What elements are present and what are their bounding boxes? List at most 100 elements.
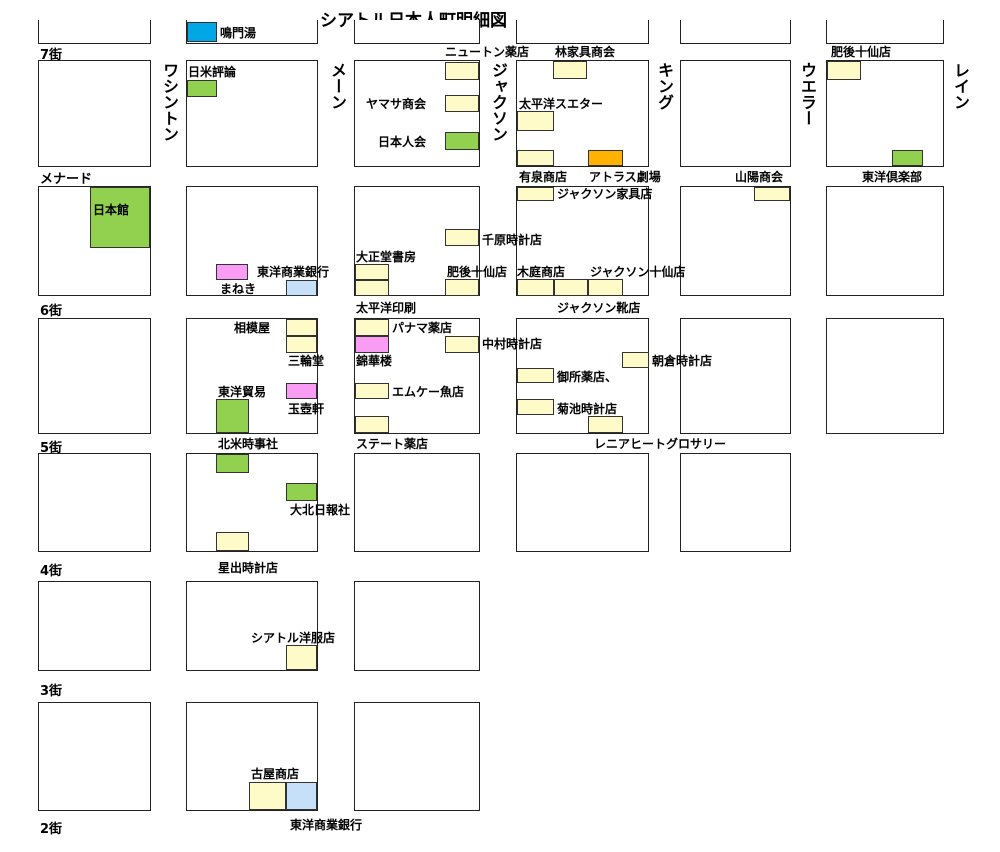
city-block: [38, 702, 151, 811]
shop-miwado: [286, 336, 317, 353]
street-label: キング: [655, 62, 674, 110]
shop-label: 山陽商会: [735, 170, 784, 184]
shop-higo2: [445, 279, 479, 296]
shop-nakamura: [445, 336, 479, 353]
shop-jackson-kagu: [517, 187, 554, 201]
shop-nichibei: [187, 80, 217, 97]
shop-arizumi: [517, 150, 554, 166]
city-block: [38, 60, 151, 167]
city-block: [516, 20, 649, 44]
shop-label: 日米評論: [188, 65, 237, 79]
shop-hokubei: [216, 454, 249, 473]
city-block: [516, 453, 649, 552]
avenue-label: 2街: [40, 822, 63, 837]
shop-atlas: [588, 150, 623, 166]
shop-label: 日本人会: [378, 135, 427, 149]
shop-taiheiyo-sweater: [517, 111, 554, 131]
shop-label: 東洋商業銀行: [290, 818, 363, 832]
shop: [355, 280, 389, 296]
street-label: レイン: [951, 62, 970, 110]
city-block: [680, 20, 791, 44]
shop: [445, 62, 479, 80]
shop-label: ヤマサ商会: [366, 97, 427, 111]
shop-sagamiya: [286, 319, 317, 336]
shop-label: 中村時計店: [482, 337, 543, 351]
city-block: [680, 318, 791, 434]
shop-toyo-bank: [216, 264, 248, 280]
shop-label: 菊池時計店: [557, 402, 618, 416]
avenue-label: 3街: [40, 684, 63, 699]
city-block: [186, 186, 318, 296]
shop-nihonkan: [90, 187, 150, 248]
shop-label: 木庭商店: [517, 265, 566, 279]
shop-toyo-bank2: [286, 782, 317, 810]
shop-label: 玉壺軒: [288, 402, 325, 416]
street-label: ジャクソン: [489, 62, 508, 142]
shop-hayashi: [553, 61, 587, 79]
shop-panama: [355, 319, 389, 336]
city-block: [186, 60, 318, 167]
shop-higo: [827, 61, 861, 80]
shop-chihara: [445, 229, 479, 246]
shop-label: ジャクソン家具店: [557, 187, 653, 201]
city-block: [826, 186, 944, 296]
city-block: [516, 186, 649, 296]
shop-toyo-boeki: [216, 399, 249, 433]
shop-label: 有泉商店: [519, 170, 568, 184]
city-block: [826, 20, 944, 44]
city-block: [680, 60, 791, 167]
shop-label: 鳴門湯: [220, 26, 257, 40]
city-block: [38, 20, 151, 44]
shop-label: ジャクソン十仙店: [590, 265, 686, 279]
shop-label: 太平洋印刷: [356, 301, 417, 315]
city-block: [680, 186, 791, 296]
shop-seattle-yofuku: [286, 645, 317, 670]
shop-furuya: [249, 782, 286, 810]
shop-label: 大北日報社: [290, 503, 351, 517]
shop-toyo-club: [892, 150, 923, 166]
city-block: [354, 702, 480, 811]
city-block: [826, 318, 944, 434]
shop-nihonjinkai: [445, 132, 479, 150]
shop-label: エムケー魚店: [392, 385, 465, 399]
city-block: [354, 453, 480, 552]
shop-label: 肥後十仙店: [831, 45, 892, 59]
shop-gyokusuiken: [286, 383, 317, 399]
shop-label: 朝倉時計店: [652, 354, 713, 368]
city-block: [354, 20, 480, 44]
shop-label: 錦華楼: [356, 354, 393, 368]
shop-state: [355, 416, 389, 433]
city-block: [38, 318, 151, 434]
shop-kiniwa: [517, 279, 554, 296]
shop-label: 千原時計店: [482, 233, 543, 247]
avenue-label: 7街: [40, 48, 63, 63]
shop-label: 肥後十仙店: [447, 265, 508, 279]
shop-narutoyu: [187, 22, 217, 42]
shop-label: 三輪堂: [288, 354, 325, 368]
street-label: ウエラー: [798, 62, 817, 126]
shop-label: ニュートン薬店: [445, 45, 530, 59]
city-block: [680, 453, 791, 552]
shop-sanyo: [754, 187, 790, 201]
shop-label: 北米時事社: [218, 437, 279, 451]
shop-label: ジャクソン靴店: [557, 301, 641, 315]
shop-label: 東洋倶楽部: [862, 170, 923, 184]
shop-hoshide: [216, 532, 249, 551]
shop-label: 林家具商会: [555, 45, 616, 59]
avenue-label: 6街: [40, 304, 63, 319]
shop-label: 星出時計店: [218, 561, 279, 575]
shop-label: パナマ薬店: [392, 321, 453, 335]
shop-emuke: [355, 383, 389, 399]
shop-label: 御所薬店、: [557, 370, 618, 384]
city-block: [186, 453, 318, 552]
shop-label: 日本館: [93, 203, 130, 217]
street-label: メーン: [328, 62, 347, 110]
shop-label: 東洋商業銀行: [257, 265, 330, 279]
shop: [554, 279, 588, 296]
shop-yamasa: [445, 95, 479, 112]
shop-taihoku: [286, 483, 317, 501]
shop: [588, 416, 623, 433]
avenue-label: 4街: [40, 564, 63, 579]
shop-label: シアトル洋服店: [251, 631, 336, 645]
city-block: [38, 453, 151, 552]
